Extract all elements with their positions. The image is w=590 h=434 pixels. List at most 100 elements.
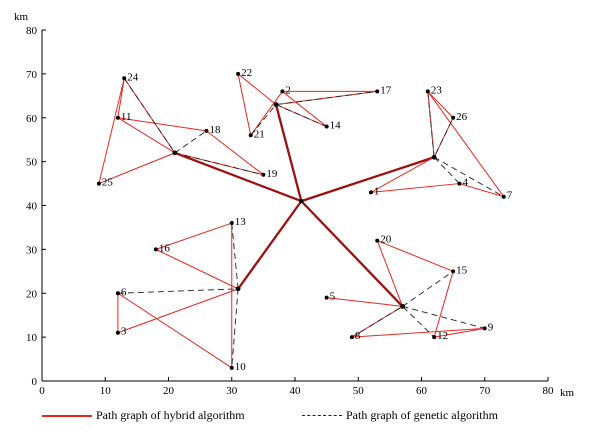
- point-label: 15: [456, 264, 468, 276]
- genetic-route: [402, 270, 454, 307]
- center-point: [299, 198, 304, 204]
- hub-point: [431, 154, 437, 160]
- y-unit-label: km: [14, 11, 29, 23]
- point-label: 19: [266, 168, 278, 180]
- point-label: 20: [380, 234, 392, 246]
- customer-point: [368, 190, 373, 195]
- customer-point: [229, 221, 234, 226]
- genetic-route: [433, 156, 504, 198]
- x-tick-label: 50: [353, 385, 365, 397]
- legend: Path graph of hybrid algorithm Path grap…: [0, 404, 590, 430]
- customer-point: [122, 76, 127, 81]
- genetic-route: [231, 223, 239, 289]
- y-tick-label: 10: [26, 332, 38, 344]
- point-label: 2: [285, 84, 291, 96]
- customer-point: [153, 247, 158, 252]
- trunk-route: [274, 103, 303, 203]
- point-label: 25: [102, 177, 114, 189]
- hybrid-route: [427, 91, 454, 158]
- hub-point: [400, 304, 405, 309]
- hub-point: [172, 150, 178, 156]
- legend-hybrid: Path graph of hybrid algorithm: [42, 408, 245, 423]
- trunk-routes: [173, 103, 436, 308]
- x-tick-label: 70: [479, 385, 491, 397]
- x-tick-label: 0: [39, 385, 45, 397]
- customer-point: [115, 291, 120, 296]
- genetic-route: [427, 91, 454, 159]
- genetic-route: [117, 288, 239, 368]
- point-label: 4: [462, 177, 468, 189]
- point-label: 9: [488, 321, 494, 333]
- customer-point: [432, 335, 437, 340]
- point-label: 3: [121, 326, 127, 338]
- customer-point: [261, 172, 266, 177]
- y-tick-label: 70: [26, 69, 38, 81]
- y-tick-label: 20: [26, 288, 38, 300]
- x-tick-label: 30: [226, 385, 238, 397]
- customer-point: [501, 194, 506, 199]
- hub-point: [235, 286, 241, 292]
- legend-hybrid-label: Path graph of hybrid algorithm: [96, 408, 245, 422]
- customer-point: [425, 89, 430, 94]
- trunk-route: [236, 199, 303, 291]
- customer-point: [482, 326, 487, 331]
- point-label: 14: [330, 120, 342, 132]
- genetic-routes: [117, 78, 504, 368]
- point-label: 23: [431, 84, 443, 96]
- hybrid-route: [117, 222, 239, 369]
- trunk-route: [173, 151, 303, 203]
- hybrid-routes: [98, 73, 505, 369]
- x-tick-label: 60: [416, 385, 428, 397]
- legend-genetic: Path graph of genetic algorithm: [302, 408, 498, 423]
- customer-point: [375, 238, 380, 243]
- customer-point: [375, 89, 380, 94]
- legend-hybrid-swatch: [42, 414, 92, 417]
- hybrid-route: [117, 117, 176, 154]
- hub-point: [273, 102, 279, 107]
- genetic-route: [250, 90, 378, 136]
- customer-point: [280, 89, 285, 94]
- point-label: 18: [209, 124, 221, 136]
- customer-point: [115, 330, 120, 335]
- x-tick-label: 80: [543, 385, 555, 397]
- x-tick-label: 20: [163, 385, 175, 397]
- customer-point: [204, 128, 209, 133]
- genetic-route: [402, 305, 485, 329]
- customer-point: [324, 295, 329, 300]
- customer-point: [236, 71, 241, 76]
- point-label: 1: [374, 185, 380, 197]
- point-label: 13: [235, 216, 247, 228]
- y-tick-label: 50: [26, 157, 38, 169]
- y-tick-label: 30: [26, 244, 38, 256]
- y-tick-label: 40: [26, 201, 38, 213]
- customer-point: [229, 365, 234, 370]
- customer-point: [324, 124, 329, 129]
- genetic-route: [433, 156, 460, 184]
- points: 1234567891011121314151617181920212223242…: [96, 67, 513, 373]
- customer-point: [96, 181, 101, 186]
- trunk-route: [300, 199, 404, 308]
- customer-point: [457, 181, 462, 186]
- x-tick-label: 40: [290, 385, 302, 397]
- point-label: 8: [355, 330, 361, 342]
- point-label: 21: [254, 128, 265, 140]
- point-label: 26: [456, 111, 468, 123]
- point-label: 24: [127, 71, 139, 83]
- hybrid-route: [370, 90, 505, 198]
- customer-point: [115, 115, 120, 120]
- point-label: 7: [507, 190, 513, 202]
- legend-genetic-label: Path graph of genetic algorithm: [346, 408, 498, 422]
- point-label: 5: [330, 291, 336, 303]
- x-unit-label: km: [560, 387, 575, 399]
- hybrid-route: [98, 78, 176, 185]
- y-tick-label: 60: [26, 113, 38, 125]
- genetic-route: [123, 78, 207, 154]
- customer-point: [248, 133, 253, 138]
- genetic-route: [275, 104, 327, 127]
- y-tick-label: 0: [32, 376, 38, 388]
- legend-genetic-swatch: [302, 415, 342, 416]
- point-label: 22: [241, 67, 252, 79]
- hybrid-route: [326, 297, 403, 307]
